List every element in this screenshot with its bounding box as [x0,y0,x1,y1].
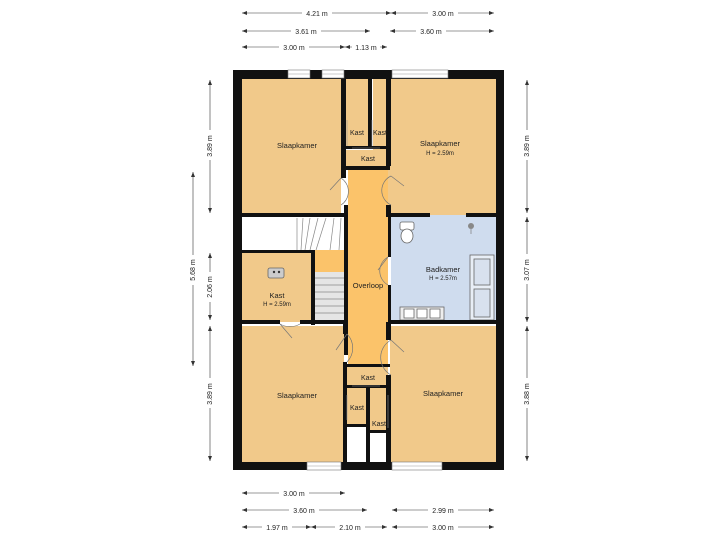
closet-bottom-right-fill [370,388,388,432]
closet-kast-mid-fill [345,150,388,168]
room-label-bedroom-top-right: Slaapkamer [420,139,461,148]
dim-top-6: 1.13 m [355,45,377,52]
dim-right-2: 3.07 m [524,259,531,281]
dim-left-1: 3.89 m [207,135,214,157]
kast-label-1: Kast [350,130,364,137]
dim-bottom-2: 3.60 m [293,508,315,515]
dim-bottom-1: 3.00 m [283,491,305,498]
kast-bottom-fill [345,366,388,386]
kast-label-4: Kast [361,375,375,382]
stairs-area-fill [241,217,346,250]
drain-icon [468,223,474,229]
window-right-1 [496,100,504,160]
room-height-bedroom-top-right: H = 2.59m [426,151,454,157]
landing-fill [348,170,388,366]
toilet-bowl-icon [400,228,414,244]
room-label-bedroom-top-left: Slaapkamer [277,141,318,150]
room-label-bedroom-bottom-left: Slaapkamer [277,391,318,400]
room-height-storage: H = 2.59m [263,302,291,308]
room-height-bathroom: H = 2.57m [429,276,457,282]
dim-top-3: 3.61 m [295,29,317,36]
dim-left-4: 3.89 m [207,383,214,405]
closet-top-fill [345,78,370,148]
dim-top-1: 4.21 m [306,11,328,18]
boiler-icon [267,267,285,279]
dim-left-2: 5.68 m [190,259,197,281]
dim-bottom-3: 2.99 m [432,508,454,515]
kast-label-3: Kast [361,156,375,163]
dim-top-2: 3.00 m [432,11,454,18]
room-label-landing: Overloop [353,281,383,290]
dim-top-5: 3.00 m [283,45,305,52]
kast-label-5: Kast [350,405,364,412]
room-labels: Slaapkamer Slaapkamer H = 2.59m Overloop… [263,130,463,428]
bedroom-top-left-fill [240,78,341,215]
room-label-bathroom: Badkamer [426,265,461,274]
dim-bottom-4: 1.97 m [266,525,288,532]
dimension-labels: 4.21 m 3.00 m 3.61 m 3.60 m 3.00 m 1.13 … [188,8,532,532]
dim-bottom-6: 3.00 m [432,525,454,532]
bedroom-bottom-left-fill [240,326,344,463]
closet-bottom-left-fill [345,388,368,424]
doors [279,175,405,376]
storage-room-fill [240,252,311,322]
dim-left-3: 2.06 m [207,276,214,298]
walls [233,70,504,470]
stairs [296,217,346,314]
closet-doors [346,120,389,428]
bathroom-fixtures [399,221,495,321]
dim-top-4: 3.60 m [420,29,442,36]
bedroom-bottom-right-fill [390,326,497,463]
bedroom-top-right-fill [373,78,497,215]
kast-label-2: Kast [373,130,387,137]
stair-lower-fill [314,272,346,322]
kast-label-6: Kast [372,421,386,428]
dim-bottom-5: 2.10 m [339,525,361,532]
dim-right-1: 3.89 m [524,135,531,157]
room-label-bedroom-bottom-right: Slaapkamer [423,389,464,398]
room-label-storage: Kast [269,291,285,300]
dim-right-3: 3.88 m [524,383,531,405]
dimension-arrows [191,11,529,529]
stair-landing-fill [314,250,346,272]
